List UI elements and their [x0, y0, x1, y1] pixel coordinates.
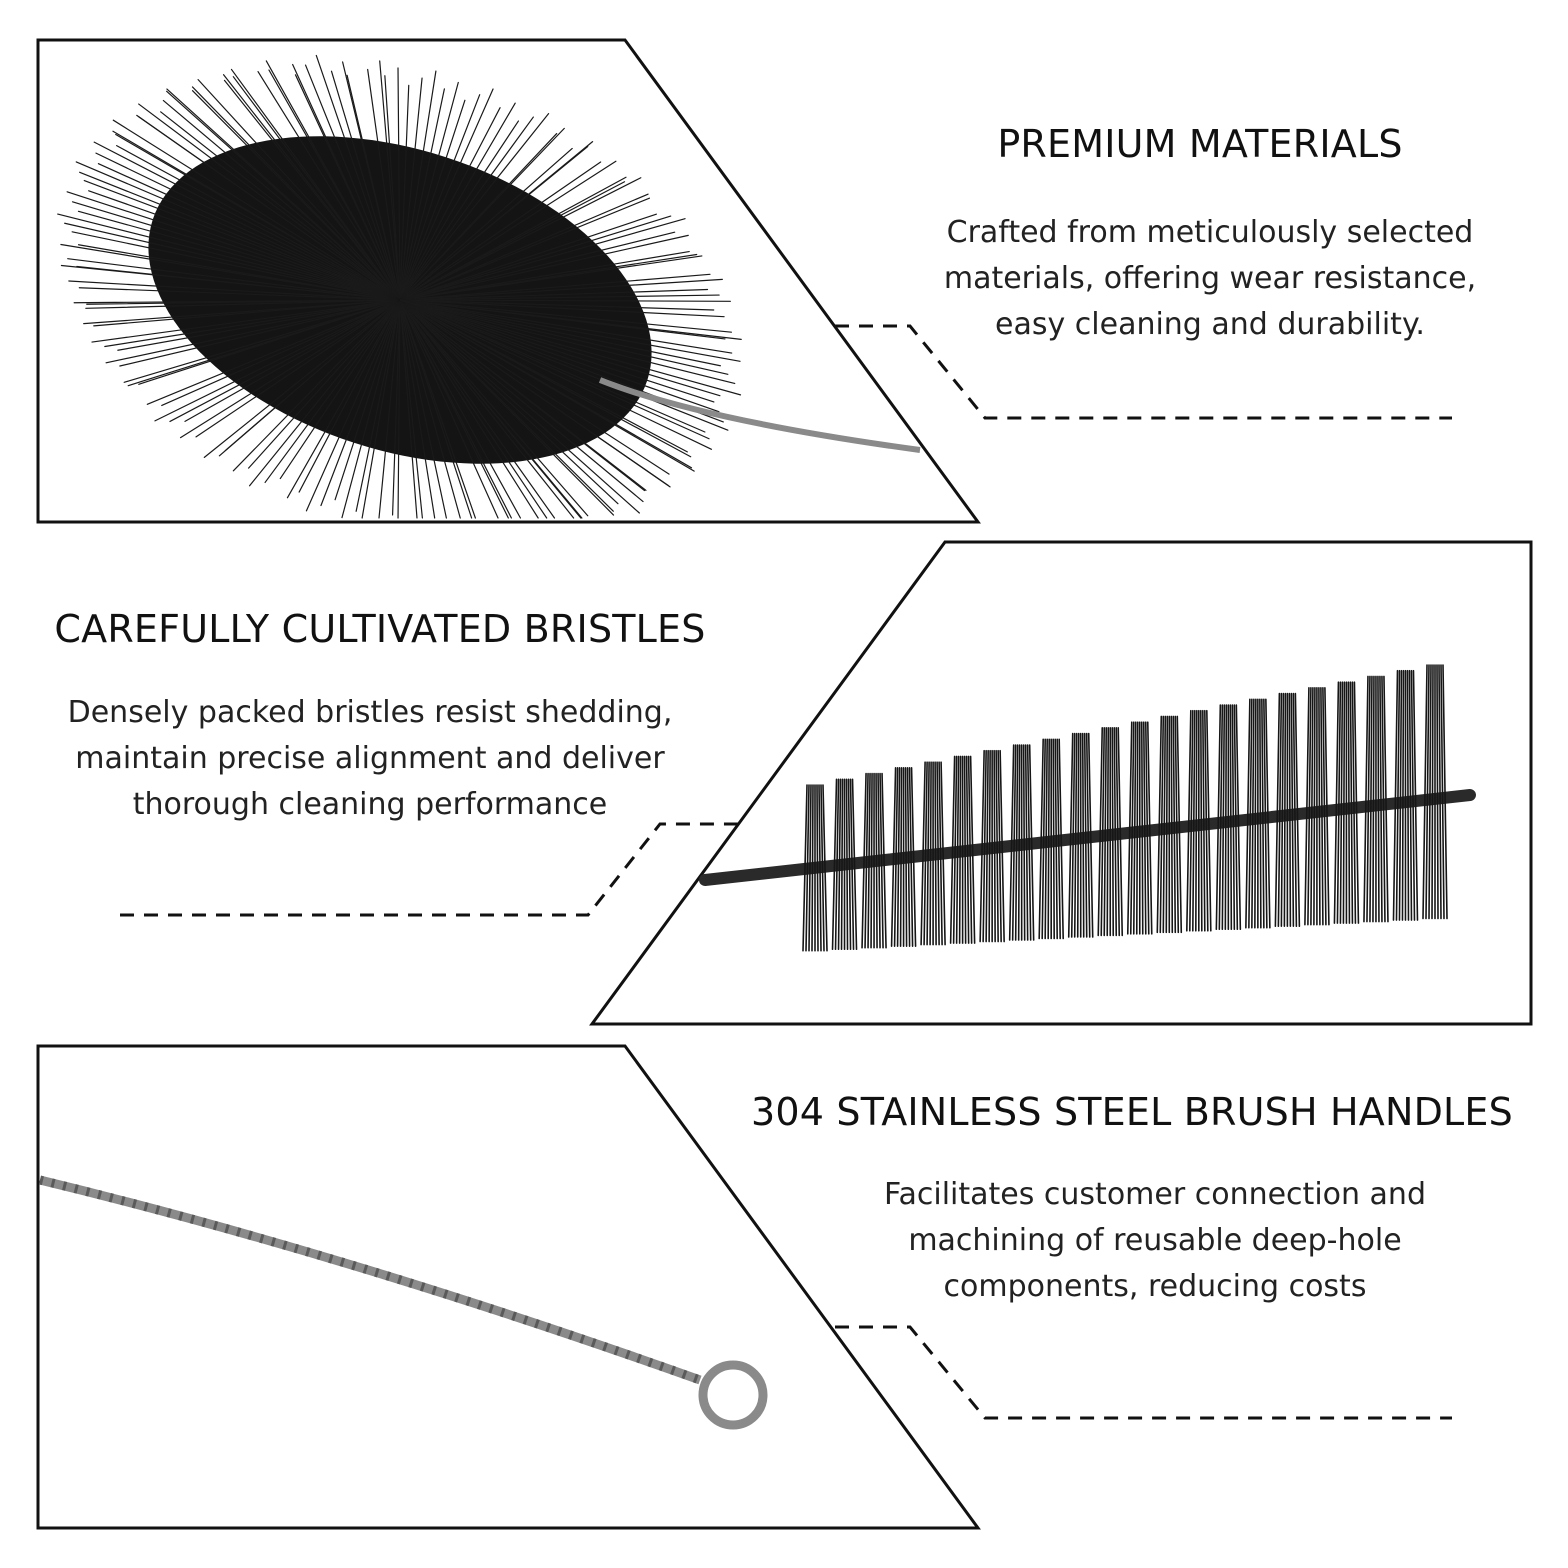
- description-line: thorough cleaning performance: [132, 787, 608, 822]
- description-line: materials, offering wear resistance,: [943, 261, 1477, 296]
- section-title-steel-handles: 304 STAINLESS STEEL BRUSH HANDLES: [751, 1090, 1513, 1134]
- description-line: maintain precise alignment and deliver: [75, 741, 665, 776]
- leader-line-1: [835, 324, 1452, 420]
- description-line: machining of reusable deep-hole: [908, 1223, 1402, 1258]
- leader-line-3: [835, 1325, 1452, 1420]
- section-description-cultivated-bristles: Densely packed bristles resist shedding,…: [20, 690, 720, 828]
- description-line: Facilitates customer connection and: [884, 1177, 1426, 1212]
- description-line: easy cleaning and durability.: [995, 307, 1425, 342]
- wire-handle: [38, 1175, 702, 1385]
- wire-loop: [698, 1360, 768, 1430]
- section-description-steel-handles: Facilitates customer connection and mach…: [820, 1172, 1490, 1310]
- leader-line-2: [120, 822, 740, 917]
- section-title-premium-materials: PREMIUM MATERIALS: [997, 122, 1403, 166]
- bristle-brush-head-icon: [57, 54, 742, 519]
- brush-1-wire: [598, 377, 921, 453]
- section-description-premium-materials: Crafted from meticulously selected mater…: [880, 210, 1540, 348]
- wire-handle-loop-icon: [38, 1175, 768, 1430]
- twisted-wire-brush-icon: [699, 664, 1476, 952]
- panel-3-frame: [36, 1044, 981, 1530]
- description-line: Densely packed bristles resist shedding,: [67, 695, 673, 730]
- section-title-cultivated-bristles: CAREFULLY CULTIVATED BRISTLES: [54, 607, 706, 651]
- description-line: Crafted from meticulously selected: [946, 215, 1474, 250]
- description-line: components, reducing costs: [943, 1269, 1367, 1304]
